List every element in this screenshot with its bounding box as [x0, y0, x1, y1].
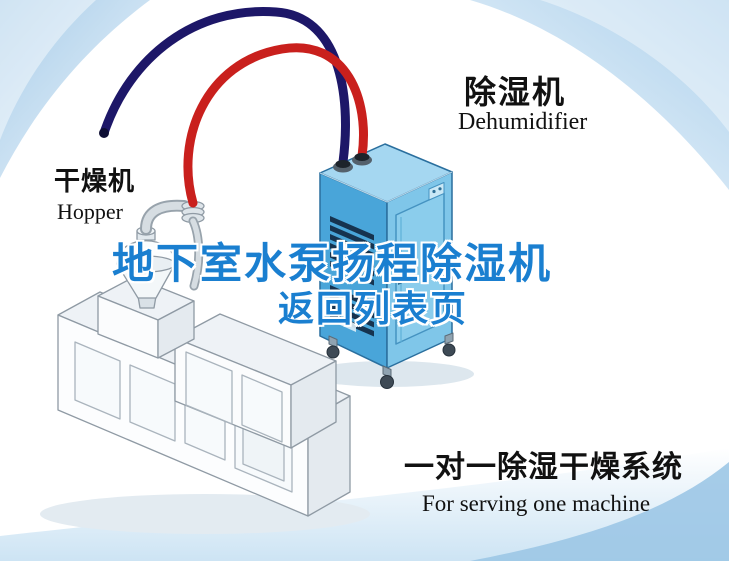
machine-upper-side — [290, 360, 337, 449]
swoosh-top-left — [0, 0, 150, 178]
machine-upper-panel-1 — [185, 351, 233, 425]
port-opening — [335, 160, 351, 168]
overlay-title: 地下室水泵扬程除湿机 — [112, 240, 553, 287]
vent-slat — [330, 285, 374, 310]
dehumidifier-door — [395, 192, 445, 345]
vent-slat — [330, 294, 374, 319]
caption-cn: 一对一除湿干燥系统 — [404, 451, 683, 484]
hopper-stand-side — [157, 300, 195, 359]
side-label — [338, 316, 356, 332]
vent-slat — [330, 252, 374, 277]
swoosh-bottom-right — [470, 462, 729, 561]
machine-panel-2 — [129, 364, 176, 442]
machine-panel-1 — [74, 341, 121, 420]
vent-slat — [330, 225, 374, 250]
port-opening — [354, 153, 370, 161]
hopper-rim — [116, 255, 176, 273]
vent-slat — [330, 303, 374, 328]
navy-hose — [99, 7, 350, 167]
dehumidifier-top-edge-highlight — [319, 171, 453, 203]
caster-stem — [444, 332, 454, 345]
dehumidifier-label-en: Dehumidifier — [458, 109, 588, 135]
swoosh-top-left-inner — [0, 0, 96, 140]
caster-wheel — [326, 345, 340, 359]
vent-slat — [330, 234, 374, 259]
dehumidifier-illustration — [319, 143, 456, 389]
dryer-machine-illustration — [57, 276, 351, 517]
caster-wheel — [380, 375, 394, 389]
casters — [326, 332, 456, 389]
navy-hose-end-cap — [99, 128, 109, 138]
hopper-illustration — [116, 199, 205, 309]
control-button — [432, 189, 436, 194]
control-panel — [428, 182, 445, 201]
red-hose — [183, 43, 368, 208]
control-button — [438, 187, 442, 191]
swoosh-top-right — [470, 0, 729, 190]
vent-slat — [330, 216, 374, 241]
hose-ports — [333, 153, 372, 173]
back-to-list-link[interactable]: 返回列表页 — [278, 288, 469, 329]
hopper-label-cn: 干燥机 — [54, 166, 136, 196]
hoses — [99, 7, 368, 208]
hopper-elbow-pipe — [142, 201, 188, 233]
caption-en: For serving one machine — [422, 491, 651, 516]
hopper-label-en: Hopper — [57, 199, 123, 224]
vent-slat — [330, 261, 374, 286]
coupler-downpipe — [190, 218, 202, 289]
caster-wheel — [442, 343, 456, 357]
vent-slat — [330, 243, 374, 268]
door-handle — [398, 270, 402, 285]
swoosh-top-right-inner — [540, 0, 729, 132]
machine-upper-panel-2 — [241, 374, 283, 443]
dehumidifier-label-cn: 除湿机 — [464, 74, 567, 110]
